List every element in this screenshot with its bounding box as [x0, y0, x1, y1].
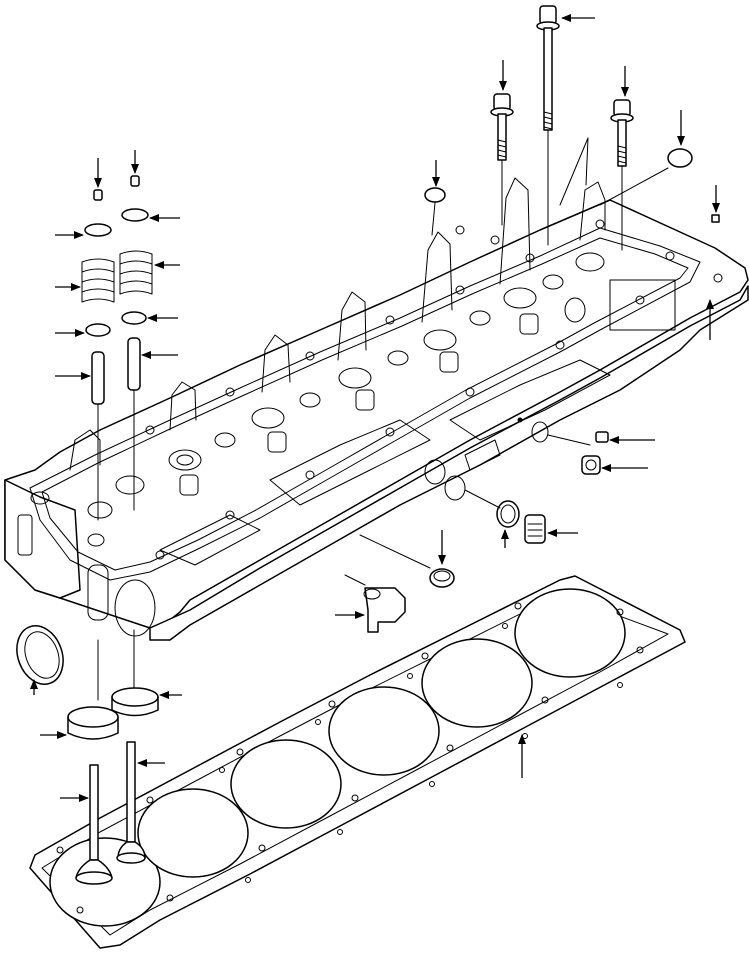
gasket-bore-6: [514, 588, 626, 678]
valve-keeper-1: [93, 189, 103, 201]
valve-guide-2: [127, 337, 141, 391]
head-bolt-short-1: [490, 93, 514, 161]
elbow-fitting: [363, 587, 406, 633]
expansion-plug: [667, 148, 693, 168]
spring-retainer-2: [121, 208, 149, 222]
exhaust-valve: [116, 741, 146, 864]
gasket-bore-2: [137, 788, 249, 878]
spring-seat-1: [85, 323, 111, 337]
fitting-plug-small: [595, 431, 609, 443]
gasket-bore-5: [421, 638, 533, 728]
intake-valve: [75, 764, 113, 885]
valve-guide-1: [91, 351, 105, 405]
valve-keeper-2: [130, 175, 140, 187]
banjo-fitting: [524, 514, 546, 544]
fitting-nut: [581, 455, 601, 475]
valve-train-parts: [81, 175, 153, 701]
head-bolt-long: [536, 5, 560, 131]
valve-seat-insert-1: [67, 706, 119, 740]
callout-arrows: [30, 14, 720, 802]
spring-seat-2: [121, 311, 147, 325]
valve-spring-2: [119, 250, 153, 295]
o-ring-seal: [496, 500, 520, 528]
cylinder-head: [4, 177, 749, 641]
head-bolt-short-2: [610, 99, 634, 167]
gasket-bore-3: [230, 739, 342, 829]
valve-spring-1: [81, 258, 115, 303]
dowel-pin: [711, 214, 720, 223]
spring-retainer-1: [84, 223, 112, 237]
seal-ring: [16, 625, 64, 685]
valve-seat-insert-2: [111, 687, 159, 717]
cup-plug: [424, 187, 446, 203]
gasket-bore-4: [328, 686, 440, 776]
sleeve-bushing: [429, 568, 455, 588]
head-gasket: [29, 575, 686, 949]
